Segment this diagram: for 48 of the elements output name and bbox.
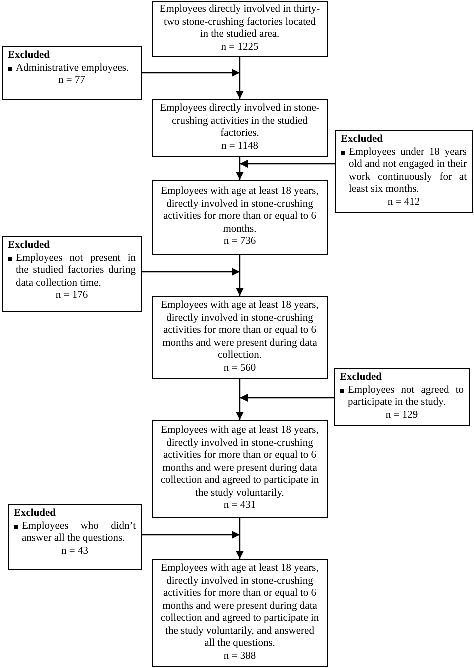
box-heading: Excluded [8, 50, 50, 62]
box-heading: Excluded [340, 372, 382, 384]
arrow [236, 255, 244, 296]
exclusion-box [335, 130, 473, 213]
count-label: n = 736 [224, 236, 256, 249]
box-heading: Excluded [341, 134, 384, 146]
arrow [236, 379, 244, 420]
exclusion-reason: Employees not agreed to participate in the study. [348, 384, 464, 410]
box-heading: Excluded [8, 240, 50, 252]
arrow [236, 157, 244, 180]
box-heading: Excluded [14, 508, 56, 520]
box-text: Employees with age at least 18 years, directly involved in stone-crushing activities for more than or equal to 6 months and were present during data collection. [160, 300, 320, 362]
exclusion-reason: Employees who didn’t answer all the questions. [22, 520, 136, 546]
arrow [236, 57, 244, 99]
exclusion-box [8, 504, 142, 570]
process-box [152, 559, 328, 667]
count-label: n = 176 [56, 290, 88, 302]
arrow [240, 394, 334, 402]
process-box [152, 1, 328, 57]
process-box [152, 180, 328, 255]
process-box [152, 420, 328, 518]
process-box [152, 296, 328, 379]
exclusion-box [2, 46, 142, 100]
count-label: n = 412 [388, 196, 420, 209]
arrow [236, 518, 244, 559]
exclusion-reason: Employees under 18 years old and not engaged in their work continuously for at least six months. [349, 146, 467, 196]
exclusion-reason: Administrative employees. [16, 62, 130, 75]
process-box [152, 99, 328, 157]
exclusion-box [2, 236, 142, 312]
arrow [142, 268, 240, 276]
count-label: n = 77 [58, 75, 86, 88]
count-label: n = 1148 [221, 140, 259, 153]
count-label: n = 388 [224, 650, 256, 663]
exclusion-reason: Employees not present in the studied factories during data collection time. [16, 252, 136, 290]
arrow [142, 69, 240, 77]
box-text: Employees directly involved in thirty-two stone-crushing factories located in the studied area. [159, 4, 321, 42]
count-label: n = 431 [224, 500, 256, 513]
box-text: Employees with age at least 18 years, directly involved in stone-crushing activities for more than or equal to 6 months and were present during data collection and agreed to participate in the study voluntarily. [160, 425, 320, 500]
count-label: n = 560 [224, 362, 256, 375]
box-text: Employees with age at least 18 years, directly involved in stone-crushing activities for more than or equal to 6 months. [160, 186, 320, 236]
box-text: Employees with age at least 18 years, directly involved in stone-crushing activities for more than or equal to 6 months and were present during data collection and agreed to participate in the study voluntarily, and answered all the questions. [160, 563, 320, 650]
arrow [142, 531, 240, 539]
count-label: n = 129 [386, 410, 418, 422]
arrow [240, 160, 335, 168]
count-label: n = 1225 [221, 42, 259, 54]
count-label: n = 43 [62, 546, 88, 558]
box-text: Employees directly involved in stone-crushing activities in the studied factories. [159, 103, 321, 140]
exclusion-box [334, 368, 470, 426]
